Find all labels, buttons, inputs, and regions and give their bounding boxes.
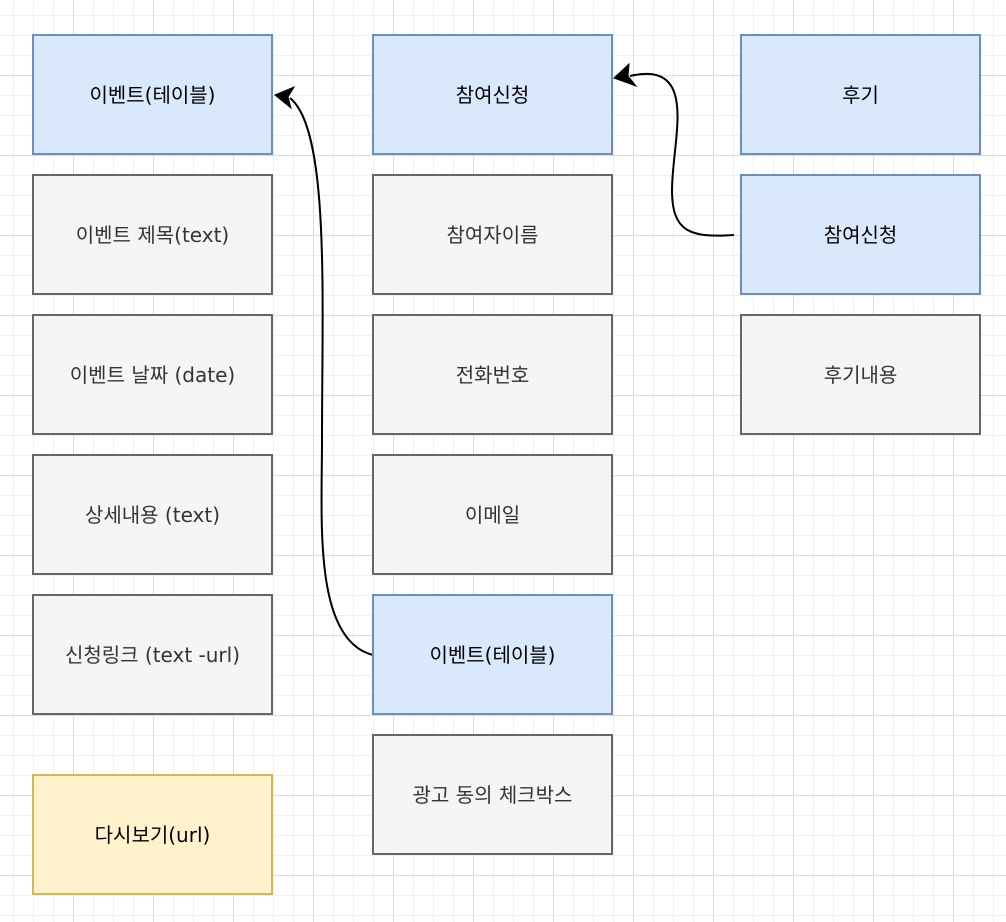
fk-event-arrowhead — [274, 85, 296, 110]
event-field-date[interactable]: 이벤트 날짜 (date) — [32, 314, 273, 435]
fk-signup-connector[interactable] — [629, 73, 735, 237]
event-field-detail[interactable]: 상세내용 (text) — [32, 454, 273, 575]
signup-field-ad-consent[interactable]: 광고 동의 체크박스 — [372, 734, 613, 855]
signup-field-email[interactable]: 이메일 — [372, 454, 613, 575]
signup-field-name[interactable]: 참여자이름 — [372, 174, 613, 295]
signup-table-header[interactable]: 참여신청 — [372, 34, 613, 155]
signup-event-reference[interactable]: 이벤트(테이블) — [372, 594, 613, 715]
fk-event-connector[interactable] — [289, 97, 374, 656]
event-field-title[interactable]: 이벤트 제목(text) — [32, 174, 273, 295]
event-note-replay[interactable]: 다시보기(url) — [32, 774, 273, 895]
review-table-header[interactable]: 후기 — [740, 34, 981, 155]
review-signup-reference[interactable]: 참여신청 — [740, 174, 981, 295]
signup-field-phone[interactable]: 전화번호 — [372, 314, 613, 435]
event-table-header[interactable]: 이벤트(테이블) — [32, 34, 273, 155]
review-field-content[interactable]: 후기내용 — [740, 314, 981, 435]
event-field-signup-link[interactable]: 신청링크 (text -url) — [32, 594, 273, 715]
fk-signup-arrowhead — [613, 62, 638, 88]
